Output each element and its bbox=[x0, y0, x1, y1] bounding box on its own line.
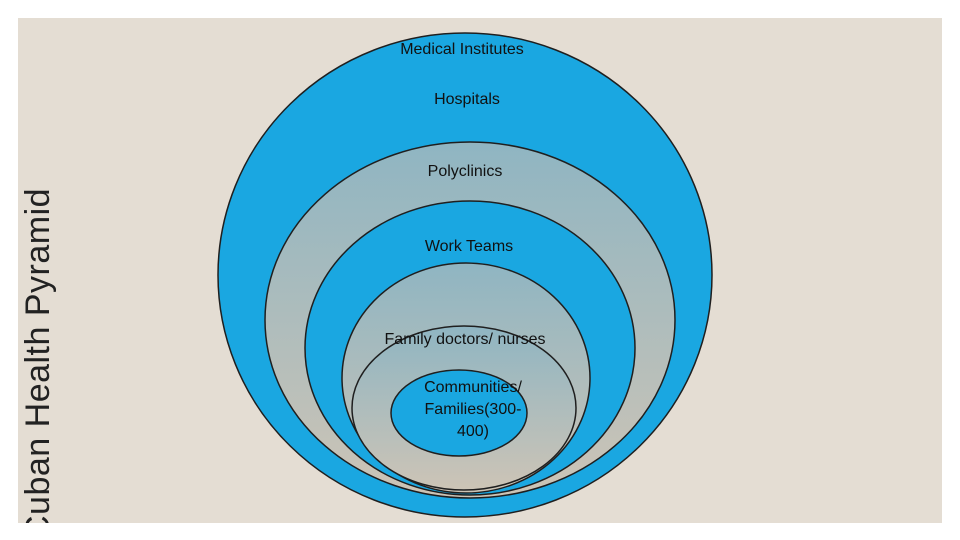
label-communities-line-1: Communities/ bbox=[424, 379, 522, 396]
label-work-teams: Work Teams bbox=[425, 238, 513, 255]
label-communities-line-2: Families(300- bbox=[425, 401, 522, 418]
ring-communities bbox=[390, 369, 528, 457]
label-communities-line-3: 400) bbox=[457, 423, 489, 440]
label-medical-institutes: Medical Institutes bbox=[400, 41, 524, 58]
label-hospitals: Hospitals bbox=[434, 91, 500, 108]
label-family-doctors: Family doctors/ nurses bbox=[385, 331, 546, 348]
label-polyclinics: Polyclinics bbox=[428, 163, 503, 180]
